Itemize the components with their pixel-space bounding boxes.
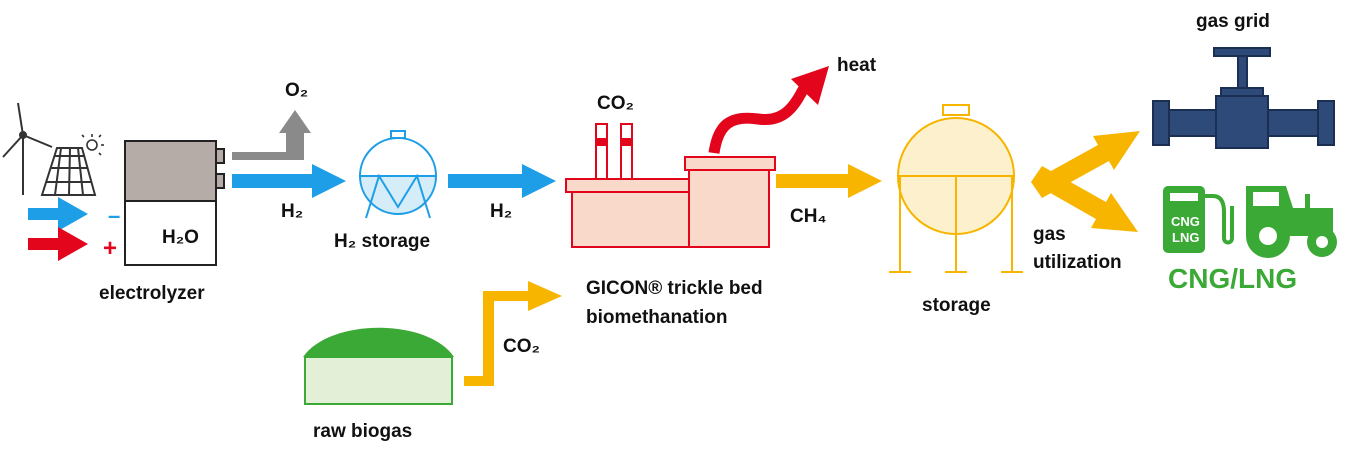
storage-label: storage — [922, 295, 991, 316]
electrolyzer-unit — [124, 140, 225, 266]
heat-label: heat — [837, 55, 877, 76]
gicon-label-line2: biomethanation — [586, 307, 727, 328]
wind-turbine-icon — [2, 102, 53, 195]
sun-icon — [81, 134, 104, 156]
gas-utilization-label-line1: gas — [1033, 224, 1066, 245]
fuel-pump-icon — [1163, 186, 1234, 253]
o2-arrow — [232, 110, 311, 160]
heat-arrow-head — [791, 66, 829, 105]
gas-utilization-label-line2: utilization — [1033, 252, 1122, 273]
o2-label: O₂ — [285, 80, 308, 101]
plus-sign: + — [103, 235, 117, 262]
positive-current-arrow — [28, 227, 88, 261]
tractor-icon — [1246, 186, 1337, 258]
methane-storage-tank — [889, 104, 1023, 273]
h2-storage-tank — [358, 130, 438, 219]
ch4-label: CH₄ — [790, 206, 827, 227]
biomethanation-reactor — [565, 123, 776, 248]
cng-badge-line1: CNG — [1171, 214, 1200, 229]
cng-badge-line2: LNG — [1172, 230, 1199, 245]
h2-arrow-left — [232, 164, 346, 198]
h2o-label: H₂O — [162, 227, 199, 248]
gas-utilization-split-arrow — [1031, 131, 1140, 232]
h2-label-right: H₂ — [490, 201, 512, 222]
heat-arrow — [708, 83, 810, 154]
gas-grid-pipe-icon — [1152, 47, 1335, 149]
gicon-label-line1: GICON® trickle bed — [586, 278, 763, 299]
electrolyzer-label: electrolyzer — [99, 283, 205, 304]
raw-biogas-label: raw biogas — [313, 421, 412, 442]
cng-lng-label: CNG/LNG — [1168, 263, 1297, 294]
co2-bottom-label: CO₂ — [503, 336, 540, 357]
negative-current-arrow — [28, 197, 88, 231]
h2-label-left: H₂ — [281, 201, 303, 222]
ch4-arrow — [776, 164, 882, 198]
co2-feed-arrow — [464, 281, 562, 386]
gas-grid-label: gas grid — [1196, 11, 1270, 32]
solar-panel-icon — [40, 147, 97, 196]
raw-biogas-digester — [303, 327, 454, 405]
co2-top-label: CO₂ — [597, 93, 634, 114]
h2-storage-label: H₂ storage — [334, 231, 430, 252]
minus-sign: – — [108, 203, 120, 228]
h2-arrow-right — [448, 164, 556, 198]
